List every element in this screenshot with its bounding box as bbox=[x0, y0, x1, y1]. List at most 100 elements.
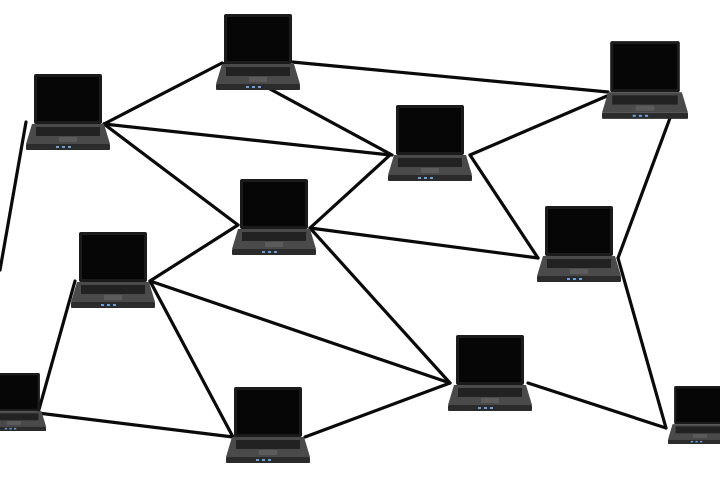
network-link bbox=[148, 223, 240, 283]
laptop-icon bbox=[602, 41, 688, 119]
laptop-part bbox=[418, 177, 421, 179]
laptop-part bbox=[695, 440, 698, 443]
laptop-part bbox=[249, 77, 267, 82]
laptop-part bbox=[632, 114, 636, 117]
laptop-part bbox=[490, 407, 493, 409]
laptop-part bbox=[81, 285, 145, 294]
network-link bbox=[102, 122, 240, 227]
laptop-part bbox=[459, 338, 521, 382]
laptop-part bbox=[424, 177, 427, 179]
laptop-part bbox=[59, 137, 77, 142]
laptop-part bbox=[262, 459, 265, 461]
laptop-part bbox=[242, 232, 306, 241]
laptop-part bbox=[259, 450, 277, 455]
laptop-part bbox=[36, 127, 100, 136]
network-link bbox=[308, 226, 452, 385]
laptop-part bbox=[484, 407, 487, 409]
laptop-part bbox=[68, 146, 71, 148]
laptop-part bbox=[13, 427, 17, 430]
laptop-part bbox=[700, 440, 703, 443]
network-link bbox=[468, 153, 540, 260]
network-link bbox=[102, 122, 392, 157]
network-nodes bbox=[0, 14, 720, 463]
laptop-icon bbox=[388, 105, 472, 181]
laptop-part bbox=[226, 67, 290, 76]
laptop-part bbox=[268, 459, 271, 461]
laptop-part bbox=[113, 304, 116, 306]
laptop-part bbox=[246, 86, 249, 88]
laptop-part bbox=[398, 158, 462, 167]
laptop-part bbox=[430, 177, 433, 179]
laptop-part bbox=[0, 413, 39, 421]
laptop-part bbox=[107, 304, 110, 306]
laptop-part bbox=[9, 427, 12, 430]
laptop-part bbox=[567, 278, 570, 280]
laptop-part bbox=[612, 95, 678, 105]
laptop-icon bbox=[226, 387, 310, 463]
laptop-part bbox=[638, 114, 642, 117]
laptop-part bbox=[0, 426, 46, 431]
laptop-part bbox=[268, 251, 271, 253]
laptop-part bbox=[399, 108, 461, 152]
laptop-part bbox=[675, 426, 720, 434]
laptop-icon bbox=[232, 179, 316, 255]
laptop-part bbox=[645, 114, 649, 117]
laptop-part bbox=[236, 440, 300, 449]
network-link bbox=[468, 94, 609, 157]
laptop-part bbox=[62, 146, 65, 148]
laptop-part bbox=[547, 259, 611, 268]
laptop-part bbox=[635, 105, 655, 111]
laptop-icon bbox=[668, 386, 720, 444]
laptop-icon bbox=[0, 373, 46, 431]
laptop-part bbox=[101, 304, 104, 306]
network-link bbox=[308, 226, 540, 260]
laptop-part bbox=[7, 421, 21, 425]
laptop-part bbox=[227, 17, 289, 61]
laptop-part bbox=[0, 375, 38, 409]
laptop-icon bbox=[26, 74, 110, 150]
network-link bbox=[148, 279, 235, 439]
network-links bbox=[0, 60, 672, 439]
laptop-part bbox=[481, 398, 499, 403]
network-link bbox=[290, 60, 610, 94]
laptop-part bbox=[570, 269, 588, 274]
network-link bbox=[102, 61, 224, 126]
laptop-part bbox=[579, 278, 582, 280]
laptop-part bbox=[252, 86, 255, 88]
laptop-part bbox=[237, 390, 299, 434]
laptop-part bbox=[274, 251, 277, 253]
laptop-part bbox=[548, 209, 610, 253]
laptop-part bbox=[676, 388, 720, 422]
network-link bbox=[616, 256, 668, 430]
laptop-icon bbox=[71, 232, 155, 308]
laptop-part bbox=[265, 242, 283, 247]
laptop-part bbox=[256, 459, 259, 461]
laptop-part bbox=[668, 439, 720, 444]
laptop-part bbox=[37, 77, 99, 121]
laptop-part bbox=[104, 295, 122, 300]
laptop-part bbox=[458, 388, 522, 397]
network-link bbox=[0, 120, 28, 272]
laptop-part bbox=[82, 235, 144, 279]
laptop-part bbox=[243, 182, 305, 226]
laptop-part bbox=[693, 434, 707, 438]
laptop-part bbox=[258, 86, 261, 88]
laptop-part bbox=[421, 168, 439, 173]
network-link bbox=[36, 411, 235, 439]
laptop-icon bbox=[537, 206, 621, 282]
laptop-part bbox=[573, 278, 576, 280]
laptop-part bbox=[56, 146, 59, 148]
network-link bbox=[36, 279, 77, 415]
network-link bbox=[303, 381, 452, 439]
network-link bbox=[616, 116, 672, 260]
laptop-part bbox=[690, 440, 694, 443]
laptop-icon bbox=[448, 335, 532, 411]
laptop-part bbox=[478, 407, 481, 409]
network-link bbox=[526, 381, 668, 430]
laptop-part bbox=[4, 427, 8, 430]
network-link bbox=[148, 279, 452, 385]
laptop-icon bbox=[216, 14, 300, 90]
laptop-part bbox=[613, 44, 677, 90]
laptop-part bbox=[262, 251, 265, 253]
